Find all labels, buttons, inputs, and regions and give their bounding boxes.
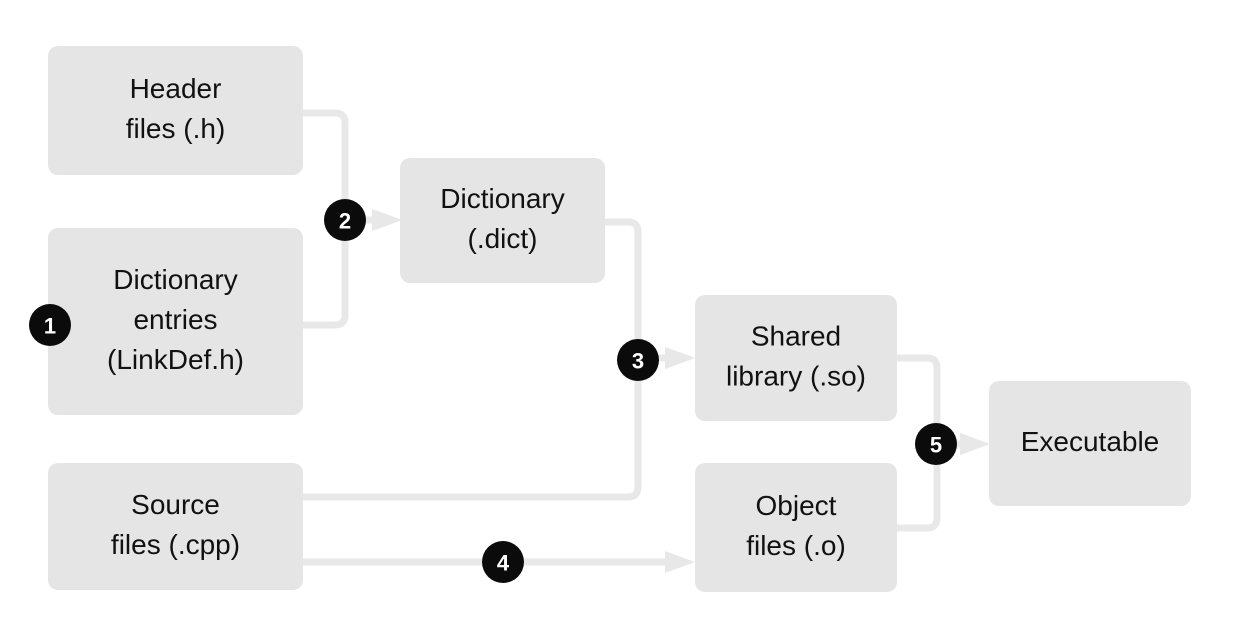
node-background — [989, 381, 1191, 506]
node-label-line: Dictionary — [113, 264, 237, 295]
node-label-line: files (.h) — [126, 113, 226, 144]
node-dictionary-entries[interactable]: Dictionary entries (LinkDef.h) — [48, 228, 303, 415]
badge-label: 2 — [339, 209, 351, 234]
node-background — [695, 463, 897, 592]
badge-step-3[interactable]: 3 — [617, 339, 659, 381]
badge-circle — [324, 199, 366, 241]
node-background — [695, 295, 897, 421]
node-shared-library[interactable]: Shared library (.so) — [695, 295, 897, 421]
node-label-line: files (.cpp) — [111, 529, 240, 560]
badge-circle — [617, 339, 659, 381]
badge-step-1[interactable]: 1 — [29, 304, 71, 346]
nodes-layer: Header files (.h) Dictionary entries (LinkDe… — [48, 46, 1191, 592]
step-badges-layer: 1 2 3 4 5 — [29, 199, 957, 583]
node-label-line: files (.o) — [746, 530, 846, 561]
badge-step-4[interactable]: 4 — [482, 541, 524, 583]
arrow-head-icon — [960, 433, 990, 455]
badge-label: 1 — [44, 314, 56, 339]
node-background — [400, 158, 605, 283]
node-background — [48, 463, 303, 590]
badge-circle — [29, 304, 71, 346]
node-source-files[interactable]: Source files (.cpp) — [48, 463, 303, 590]
node-dictionary-dict[interactable]: Dictionary (.dict) — [400, 158, 605, 283]
node-executable[interactable]: Executable — [989, 381, 1191, 506]
node-label-line: Header — [130, 73, 222, 104]
badge-step-5[interactable]: 5 — [915, 423, 957, 465]
node-label-line: Source — [131, 489, 220, 520]
node-label-line: Shared — [751, 320, 841, 351]
badge-step-2[interactable]: 2 — [324, 199, 366, 241]
node-label-line: (LinkDef.h) — [107, 344, 244, 375]
badge-label: 3 — [632, 349, 644, 374]
node-object-files[interactable]: Object files (.o) — [695, 463, 897, 592]
badge-label: 5 — [930, 433, 942, 458]
node-label-line: library (.so) — [726, 360, 866, 391]
node-label-line: entries — [133, 304, 217, 335]
node-label-line: Object — [756, 490, 837, 521]
connector-line — [303, 354, 665, 501]
arrow-head-icon — [665, 347, 695, 369]
node-label-line: Dictionary — [440, 183, 564, 214]
arrow-head-icon — [665, 551, 695, 573]
node-label-line: (.dict) — [468, 223, 538, 254]
badge-circle — [915, 423, 957, 465]
arrow-head-icon — [372, 209, 402, 231]
node-header-files[interactable]: Header files (.h) — [48, 46, 303, 175]
node-label-line: Executable — [1021, 426, 1160, 457]
connector-line — [605, 218, 665, 362]
badge-label: 4 — [497, 551, 510, 576]
node-background — [48, 228, 303, 415]
badge-circle — [482, 541, 524, 583]
node-background — [48, 46, 303, 175]
